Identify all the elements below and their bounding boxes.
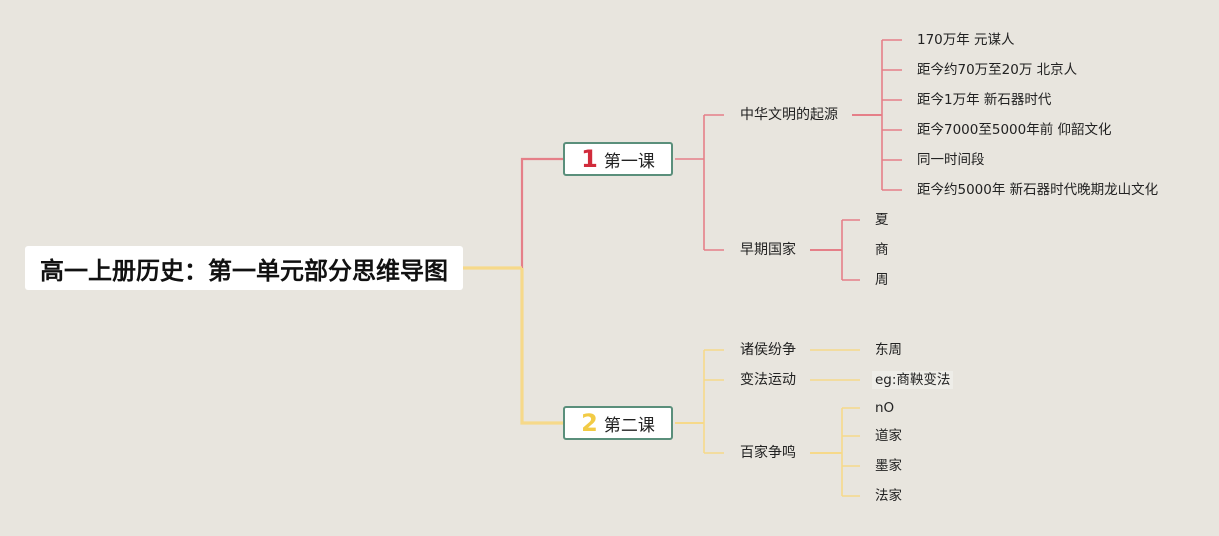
school-item-no[interactable]: nO: [875, 400, 895, 416]
origin-item-neolithic[interactable]: 距今1万年 新石器时代: [917, 92, 1052, 108]
school-item-daoism[interactable]: 道家: [875, 428, 902, 444]
school-item-legalism[interactable]: 法家: [875, 488, 902, 504]
state-item-xia[interactable]: 夏: [875, 212, 889, 228]
lesson1-connectors: [520, 39, 902, 281]
strife-item-eastern-zhou[interactable]: 东周: [875, 342, 902, 358]
state-item-shang[interactable]: 商: [875, 242, 889, 258]
origin-item-same-period[interactable]: 同一时间段: [917, 152, 985, 168]
lesson2-title: 第二课: [603, 415, 655, 436]
origin-item-longshan[interactable]: 距今约5000年 新石器时代晚期龙山文化: [917, 182, 1159, 198]
lesson1-number-badge: 1: [581, 145, 598, 173]
origin-item-yangshao[interactable]: 距今7000至5000年前 仰韶文化: [917, 122, 1112, 138]
topic-origin-of-civilization[interactable]: 中华文明的起源: [740, 107, 838, 123]
origin-item-peking-man[interactable]: 距今约70万至20万 北京人: [917, 62, 1078, 78]
root-title-node[interactable]: 高一上册历史：第一单元部分思维导图: [25, 246, 463, 290]
school-item-mohism[interactable]: 墨家: [875, 458, 902, 474]
topic-vassal-strife[interactable]: 诸侯纷争: [740, 342, 796, 358]
lesson1-title: 第一课: [603, 151, 655, 172]
lesson2-node[interactable]: 2 第二课: [563, 406, 673, 440]
lesson1-node[interactable]: 1 第一课: [563, 142, 673, 176]
reform-item-shang-yang[interactable]: eg:商鞅变法: [872, 371, 954, 389]
root-title: 高一上册历史：第一单元部分思维导图: [40, 256, 448, 285]
topic-reform-movement[interactable]: 变法运动: [740, 372, 796, 388]
state-item-zhou[interactable]: 周: [875, 272, 889, 288]
topic-hundred-schools[interactable]: 百家争鸣: [740, 445, 796, 461]
origin-item-yuanmou[interactable]: 170万年 元谋人: [917, 32, 1015, 48]
lesson2-number-badge: 2: [581, 409, 598, 437]
topic-early-states[interactable]: 早期国家: [740, 242, 796, 258]
lesson2-connectors: [463, 266, 860, 497]
